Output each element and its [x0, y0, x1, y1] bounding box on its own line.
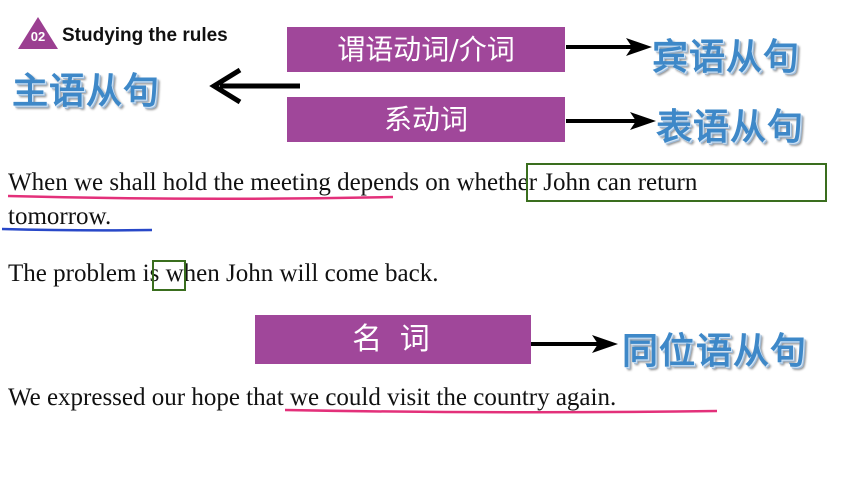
arrow-left-icon [209, 67, 300, 105]
section-badge-icon [18, 17, 58, 49]
section-badge-number: 02 [30, 29, 46, 44]
arrow-right-icon [566, 38, 652, 56]
arrow-right-icon [566, 112, 656, 130]
appositive-clause-underline [284, 408, 718, 414]
sentence-1-line-1: When we shall hold the meeting depends o… [8, 169, 698, 196]
box-noun: 名 词 [255, 315, 531, 364]
box-predicate-prep: 谓语动词/介词 [287, 27, 565, 72]
sentence-2: The problem is when John will come back. [8, 260, 439, 287]
linking-verb-highlight-box [152, 260, 186, 291]
sentence-3: We expressed our hope that we could visi… [8, 384, 617, 411]
label-appositive-clause: 同位语从句 [622, 331, 808, 372]
box-linking-verb: 系动词 [287, 97, 565, 142]
object-clause-highlight-box [526, 163, 827, 202]
arrow-right-icon [531, 335, 618, 353]
subject-clause-underline [7, 194, 394, 201]
label-object-clause: 宾语从句 [652, 37, 801, 78]
page-title: Studying the rules [62, 25, 228, 46]
label-subject-clause: 主语从句 [12, 71, 161, 112]
tomorrow-underline [1, 227, 153, 232]
sentence-1-line-2: tomorrow. [8, 203, 112, 230]
label-predicative-clause: 表语从句 [656, 107, 805, 148]
